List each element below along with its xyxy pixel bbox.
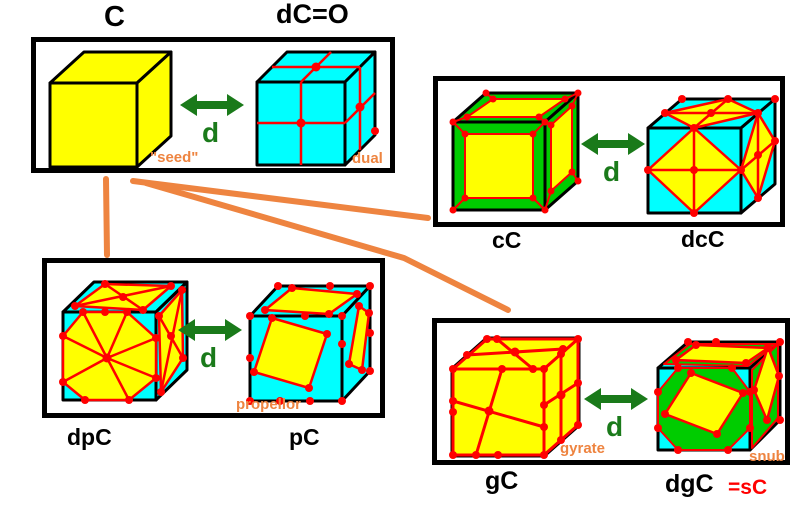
gyro-cube-figure bbox=[449, 335, 582, 459]
dpc-label: dpC bbox=[67, 424, 112, 450]
d-arrow-icon: d bbox=[178, 319, 242, 373]
d-arrow-icon: d bbox=[584, 388, 648, 442]
pc-rotated-squares bbox=[252, 286, 371, 390]
snub-annotation: snub bbox=[749, 448, 785, 465]
d-arrow-label: d bbox=[202, 117, 219, 148]
d-arrow-label: d bbox=[606, 411, 623, 442]
gc-vertex-dots bbox=[449, 335, 582, 459]
dual-formula-label: dC=O bbox=[276, 0, 349, 29]
dual-cube-vertex-dots bbox=[296, 62, 379, 135]
chamfered-cube-vertex-dots bbox=[449, 89, 582, 214]
connector-seed-to-gc bbox=[143, 180, 511, 313]
dual-cube-figure bbox=[255, 50, 379, 167]
chamfered-cube-figure bbox=[449, 89, 582, 214]
gyrate-annotation: gyrate bbox=[560, 440, 606, 457]
sc-vertex-dots bbox=[654, 338, 784, 454]
dcc-vertex-dots bbox=[644, 95, 779, 217]
dual-annotation: dual bbox=[352, 150, 383, 167]
propellor-annotation: propellor bbox=[236, 396, 302, 413]
dual-chamfered-cube-figure bbox=[644, 95, 779, 217]
d-arrow-label: d bbox=[200, 342, 217, 373]
d-arrow-icon: d bbox=[180, 94, 244, 148]
cc-label: cC bbox=[492, 227, 522, 253]
connector-seed-to-dpc bbox=[103, 176, 110, 258]
pc-vertex-dots bbox=[246, 282, 374, 405]
sc-rotated-squares bbox=[663, 343, 781, 436]
dpc-vertex-dots bbox=[59, 280, 187, 404]
dgc-label: dgC bbox=[665, 470, 714, 498]
d-arrow-label: d bbox=[603, 156, 620, 187]
gc-label: gC bbox=[485, 467, 519, 495]
sc-equals-label: =sC bbox=[728, 476, 768, 499]
dual-propeller-cube-figure bbox=[59, 280, 189, 404]
pc-label: pC bbox=[289, 424, 320, 450]
d-arrow-icon: d bbox=[581, 133, 645, 187]
snub-cube-figure bbox=[654, 338, 784, 454]
connector-seed-to-cc bbox=[130, 178, 431, 221]
seed-cube-faces bbox=[48, 50, 173, 169]
seed-annotation: "seed" bbox=[150, 149, 199, 166]
propeller-cube-figure bbox=[246, 282, 374, 405]
dcc-label: dcC bbox=[681, 226, 725, 252]
seed-formula-label: C bbox=[104, 1, 125, 33]
seed-cube-figure bbox=[48, 50, 173, 169]
